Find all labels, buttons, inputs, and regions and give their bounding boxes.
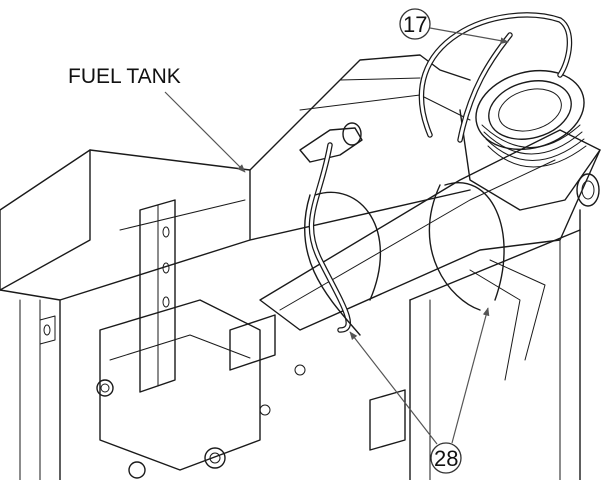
callout-17: 17 <box>399 8 509 44</box>
callout-28: 28 <box>349 307 490 474</box>
vent-hose <box>308 12 573 333</box>
callout-28-number: 28 <box>434 446 458 471</box>
fuel-tank-body <box>0 54 581 480</box>
hose-clamp <box>304 182 546 381</box>
filler-neck <box>259 69 601 331</box>
callout-17-number: 17 <box>403 12 427 37</box>
fuel-tank-leader <box>164 91 246 173</box>
mounting-bracket <box>39 199 406 479</box>
fuel-tank-label: FUEL TANK <box>68 65 181 88</box>
